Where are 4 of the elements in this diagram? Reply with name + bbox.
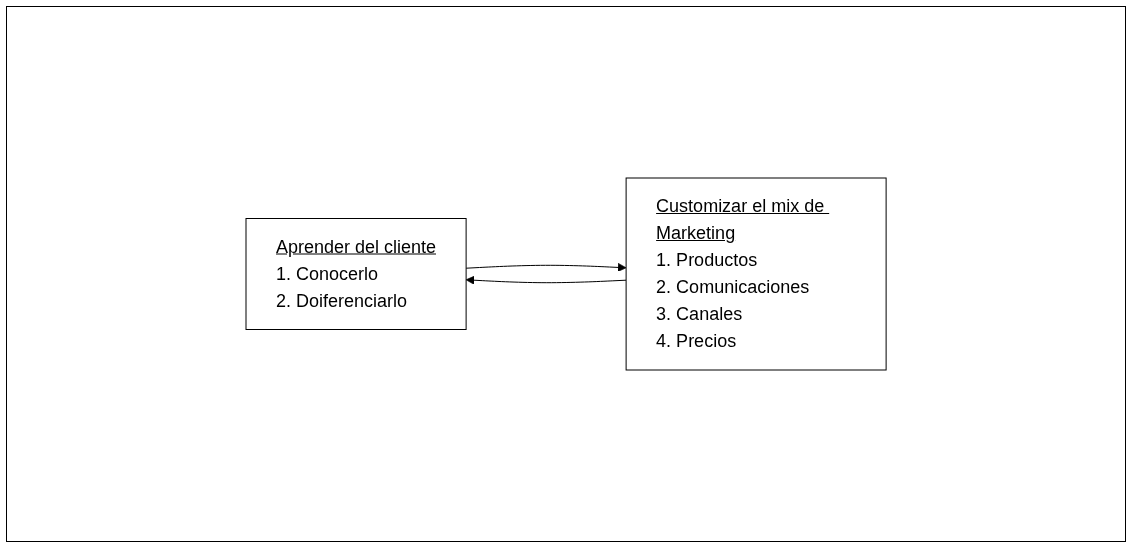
node-box: Aprender del cliente 1. Conocerlo 2. Doiferenciarlo xyxy=(245,218,467,330)
arrow xyxy=(465,275,627,285)
arrow xyxy=(465,263,627,272)
node-box: Customizar el mix de Marketing 1. Productos 2. Comunicaciones 3. Canales 4. Precios xyxy=(625,177,887,371)
